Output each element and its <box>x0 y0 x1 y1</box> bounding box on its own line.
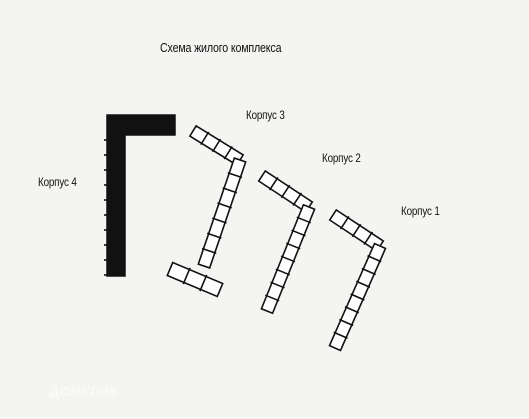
section-divider <box>344 305 360 314</box>
section-divider <box>285 242 301 250</box>
section-divider <box>206 232 222 239</box>
building-3-shape <box>166 124 247 298</box>
section-divider <box>355 280 371 289</box>
section-divider <box>339 318 354 327</box>
building-4-shape <box>104 114 176 277</box>
section-divider <box>223 145 233 160</box>
section-divider <box>211 138 222 153</box>
section-divider <box>292 192 303 206</box>
section-divider <box>333 331 348 340</box>
section-divider <box>227 171 243 179</box>
section-divider <box>201 247 217 255</box>
section-divider <box>367 254 382 263</box>
section-divider <box>351 223 362 238</box>
building-2-shape <box>257 169 316 315</box>
section-divider <box>200 131 210 146</box>
section-divider <box>296 216 312 224</box>
section-divider <box>280 184 291 199</box>
section-divider <box>212 217 227 224</box>
section-divider <box>217 202 232 209</box>
section-divider <box>270 281 285 289</box>
section-divider <box>275 268 291 276</box>
building-3-wing-base <box>166 261 224 298</box>
section-divider <box>291 229 306 237</box>
section-divider <box>350 293 365 301</box>
scheme-title: Схема жилого комплекса <box>160 40 282 55</box>
building-1-shape <box>328 208 387 352</box>
watermark-logo: ДОМКЛИК <box>50 384 119 399</box>
section-divider <box>268 177 279 191</box>
building-1-label: Корпус 1 <box>401 204 440 218</box>
section-divider <box>339 216 350 230</box>
section-divider <box>361 267 376 276</box>
building-3-label: Корпус 3 <box>246 108 285 122</box>
building-4-label: Корпус 4 <box>38 175 77 189</box>
section-divider <box>280 255 296 263</box>
building-3-wing-main <box>197 157 247 269</box>
section-divider <box>363 231 374 245</box>
section-divider <box>182 267 191 285</box>
building-2-label: Корпус 2 <box>322 151 361 165</box>
section-divider <box>264 294 280 302</box>
section-divider <box>199 274 208 292</box>
section-divider <box>222 187 238 194</box>
